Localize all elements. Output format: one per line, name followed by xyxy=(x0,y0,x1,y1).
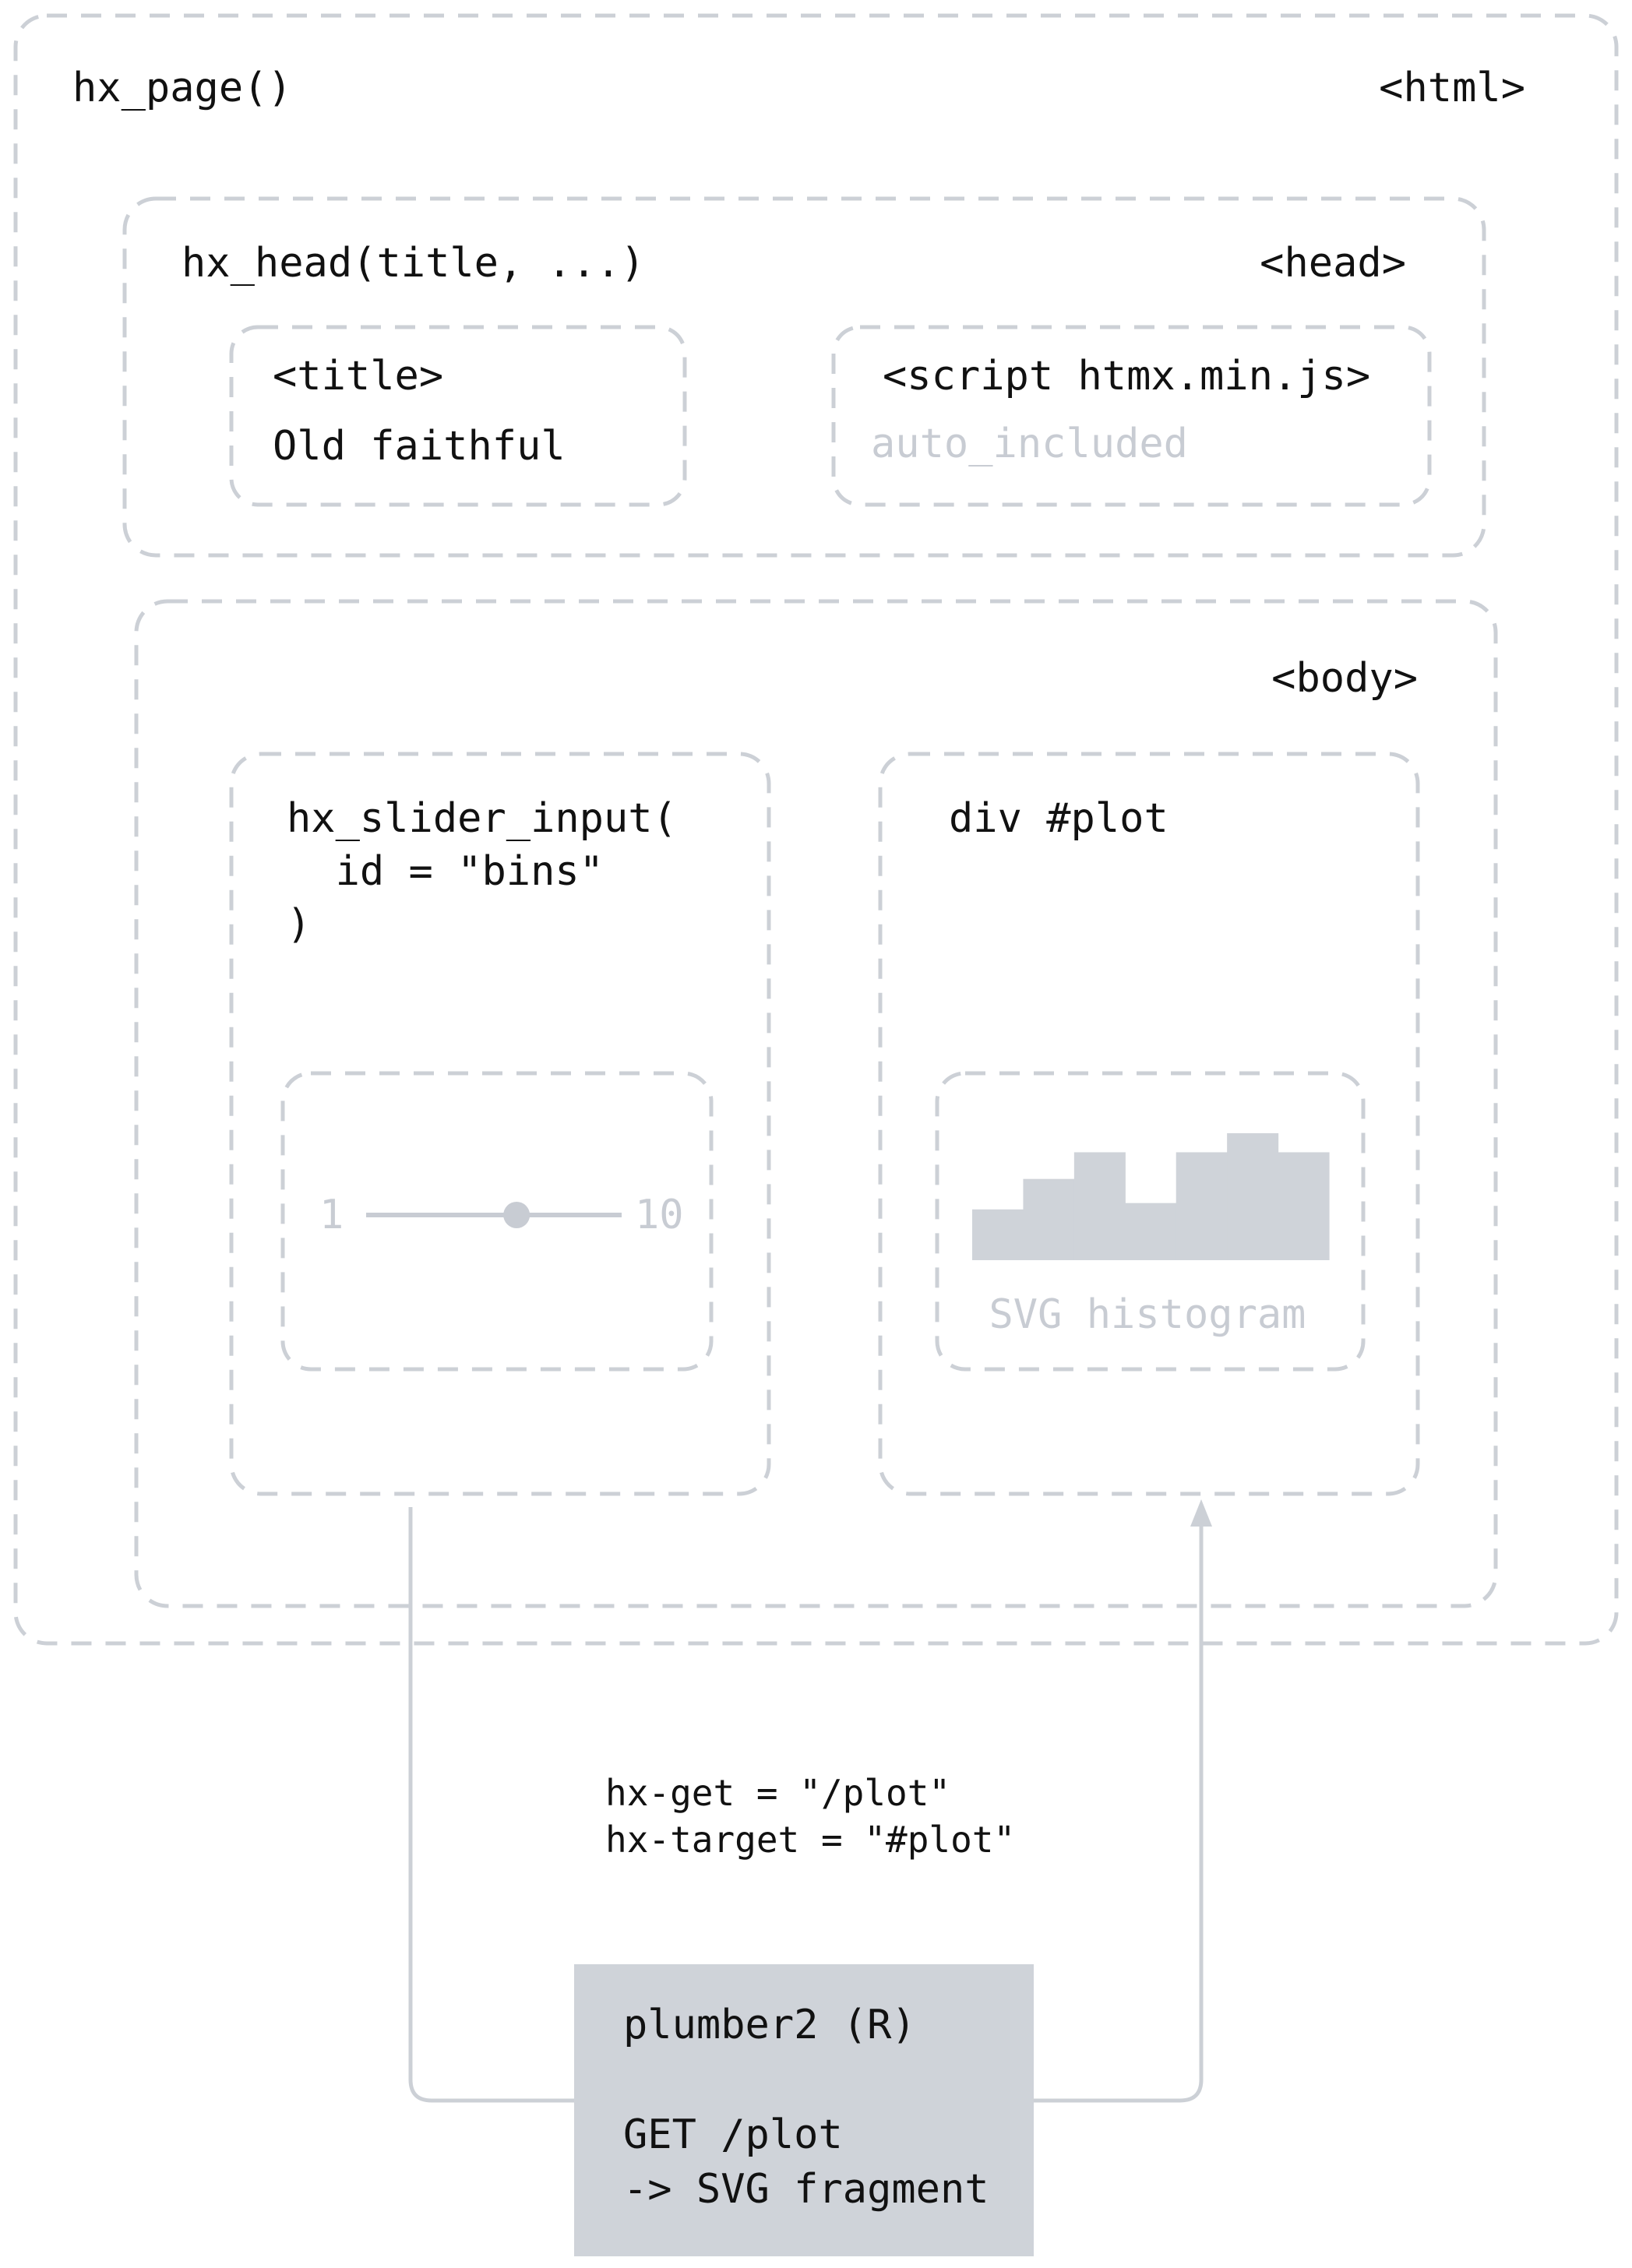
slider-input-box: hx_slider_input( id = "bins" ) 1 10 xyxy=(229,752,771,1496)
plot-div-box: div #plot SVG histogram xyxy=(878,752,1420,1496)
request-wire xyxy=(408,1507,574,2103)
request-flow: hx-get = "/plot" hx-target = "#plot" xyxy=(408,1499,1212,2103)
plumber-server-box: plumber2 (R) GET /plot -> SVG fragment xyxy=(574,1964,1034,2256)
body-tag-label: <body> xyxy=(1271,655,1418,702)
body-border xyxy=(134,599,1498,1608)
response-arrowhead-icon xyxy=(1190,1499,1212,1527)
script-tag-label: <script htmx.min.js> xyxy=(883,353,1370,400)
slider-code-line-2: id = "bins" xyxy=(287,848,604,895)
plot-div-label: div #plot xyxy=(949,795,1168,842)
slider-min-label: 1 xyxy=(319,1192,344,1238)
histogram-bar xyxy=(972,1209,1024,1260)
plot-div-border xyxy=(878,752,1420,1496)
head-tag-label: <head> xyxy=(1260,240,1406,287)
svg-histogram-caption: SVG histogram xyxy=(989,1291,1306,1338)
title-tag-label: <title> xyxy=(273,353,443,400)
slider-input-border xyxy=(229,752,771,1496)
hx-target-attr: hx-target = "#plot" xyxy=(605,1819,1015,1861)
title-value: Old faithful xyxy=(273,423,566,470)
head-border xyxy=(122,196,1486,558)
histogram-bar xyxy=(1176,1152,1228,1260)
histogram-bar xyxy=(1073,1152,1126,1260)
server-endpoint-line: GET /plot xyxy=(623,2111,843,2158)
slider-max-label: 10 xyxy=(635,1192,684,1238)
hx-get-attr: hx-get = "/plot" xyxy=(605,1772,950,1814)
server-response-line: -> SVG fragment xyxy=(623,2166,989,2213)
response-wire xyxy=(1034,1515,1204,2103)
html-page-border xyxy=(13,13,1619,1646)
server-title: plumber2 (R) xyxy=(623,2002,916,2048)
html-page-container: hx_page() <html> xyxy=(13,13,1619,1646)
server-box-fill xyxy=(574,1964,1034,2256)
slider-widget-border xyxy=(280,1071,714,1372)
histogram-bar xyxy=(1125,1203,1177,1260)
svg-histogram-box: SVG histogram xyxy=(935,1071,1366,1372)
html-tag-label: <html> xyxy=(1379,65,1525,111)
svg-histogram-border xyxy=(935,1071,1366,1372)
histogram-bars xyxy=(972,1133,1330,1260)
script-auto-included-note: auto_included xyxy=(871,421,1188,467)
head-function-label: hx_head(title, ...) xyxy=(182,240,645,287)
slider-thumb[interactable] xyxy=(503,1202,530,1228)
histogram-bar xyxy=(1227,1133,1279,1260)
body-container: <body> hx_slider_input( id = "bins" ) 1 … xyxy=(134,599,1498,1608)
title-box: <title> Old faithful xyxy=(229,325,687,507)
title-box-border xyxy=(229,325,687,507)
histogram-bar xyxy=(1023,1178,1075,1260)
slider-code-line-3: ) xyxy=(287,901,311,948)
head-container: hx_head(title, ...) <head> <title> Old f… xyxy=(122,196,1486,558)
slider-code-line-1: hx_slider_input( xyxy=(287,795,677,842)
script-box: <script htmx.min.js> auto_included xyxy=(831,325,1432,507)
histogram-bar xyxy=(1278,1152,1330,1260)
slider-widget-box[interactable]: 1 10 xyxy=(280,1071,714,1372)
page-function-label: hx_page() xyxy=(72,65,292,111)
